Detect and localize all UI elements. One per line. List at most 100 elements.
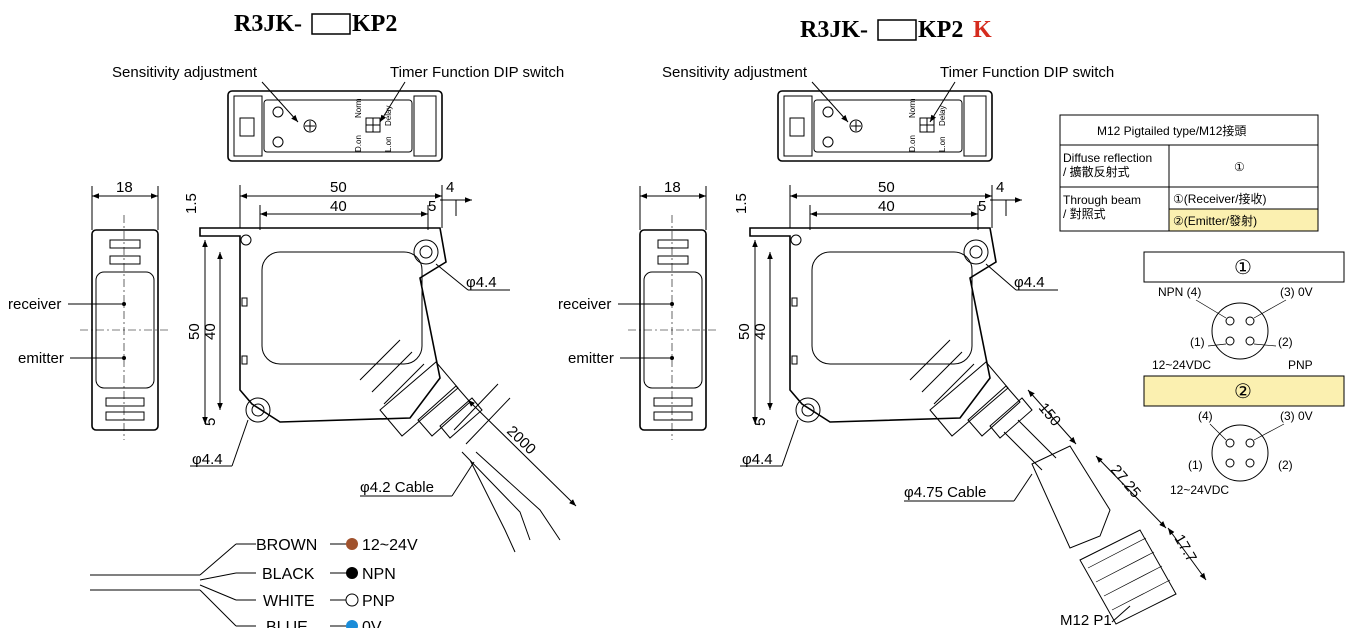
left-side-view: 18 receiver emitter (8, 179, 168, 440)
pinout1-pin1: (1) (1190, 335, 1205, 349)
right-sensitivity-knob (849, 119, 863, 133)
right-top-view: D.on Norm L.on Delay (777, 90, 993, 162)
wire-black-dot (346, 567, 358, 579)
right-emitter-label: emitter (568, 350, 614, 367)
right-title-mid: KP2 (918, 17, 963, 43)
pinout2-pin2: (2) (1278, 458, 1293, 472)
right-phi-bottom: φ4.4 (742, 451, 773, 468)
wire-black-name: BLACK (262, 566, 315, 583)
right-phi-top: φ4.4 (1014, 274, 1045, 291)
left-top-view: D.on Norm L.on Delay (227, 90, 443, 162)
right-connector-label: M12 P1 (1060, 612, 1112, 628)
right-dim-5-bottom: 5 (752, 418, 769, 426)
left-title-prefix: R3JK- (234, 11, 302, 37)
left-title-suffix: KP2 (352, 11, 397, 37)
right-dip-label-lon: L.on (938, 136, 947, 152)
pinout1-header: ① (1234, 257, 1252, 279)
wire-black-signal: NPN (362, 566, 396, 583)
right-dip-label-don: D.on (908, 135, 917, 152)
right-cable-label: φ4.75 Cable (904, 484, 986, 501)
left-dim-18: 18 (116, 179, 133, 196)
right-dim-4: 4 (996, 179, 1004, 196)
wire-brown-dot (346, 538, 358, 550)
pinout1-connector-face (1211, 302, 1269, 360)
right-dip-label-delay: Delay (938, 106, 947, 126)
right-dim-50-width: 50 (878, 179, 895, 196)
right-timer-label: Timer Function DIP switch (940, 64, 1114, 81)
wire-white-signal: PNP (362, 593, 395, 610)
right-title-blank-box (877, 19, 917, 41)
left-emitter-label: emitter (18, 350, 64, 367)
left-dim-1-5: 1.5 (183, 193, 200, 214)
table-row2-label-en: Through beam (1063, 193, 1141, 207)
right-dim-5-top: 5 (978, 198, 986, 215)
right-dim-18: 18 (664, 179, 681, 196)
pinout2-header: ② (1234, 381, 1252, 403)
right-side-view: 18 receiver emitter (558, 179, 716, 440)
table-header: M12 Pigtailed type/M12接頭 (1097, 123, 1246, 138)
pinout2-pin1: (1) (1188, 458, 1203, 472)
left-receiver-label: receiver (8, 296, 61, 313)
wiring-legend: BROWN 12~24V BLACK NPN WHITE PNP BLUE 0V (90, 537, 418, 628)
left-dip-label-delay: Delay (384, 106, 393, 126)
left-dim-5-top: 5 (428, 198, 436, 215)
table-row2-value-emitter: ②(Emitter/發射) (1173, 213, 1257, 228)
wire-blue-name: BLUE (266, 619, 308, 628)
right-len-27-25: 27.25 (1107, 462, 1144, 502)
right-receiver-label: receiver (558, 296, 611, 313)
table-row2-value-receiver: ①(Receiver/接收) (1173, 191, 1266, 206)
table-row1-value: ① (1234, 160, 1245, 174)
left-sensitivity-label: Sensitivity adjustment (112, 64, 258, 81)
pinout1-pin2: (2) (1278, 335, 1293, 349)
wire-white-dot (345, 593, 359, 607)
left-title-blank-box (311, 13, 351, 35)
right-dim-40-width: 40 (878, 198, 895, 215)
left-front-view: 50 40 1.5 4 5 50 40 5 φ4.4 (183, 179, 510, 468)
left-timer-label: Timer Function DIP switch (390, 64, 564, 81)
right-front-view: 50 40 1.5 4 5 50 40 5 φ4.4 (733, 179, 1058, 468)
left-cable: 2000 φ4.2 Cable (360, 383, 577, 553)
left-dim-5-bottom: 5 (202, 418, 219, 426)
left-dip-label-lon: L.on (384, 136, 393, 152)
left-dim-4: 4 (446, 179, 454, 196)
pinout1-pin3: (3) 0V (1280, 285, 1313, 299)
left-dim-40-height: 40 (202, 323, 219, 340)
pinout2-bottom-left: 12~24VDC (1170, 483, 1229, 497)
left-cable-label: φ4.2 Cable (360, 479, 434, 496)
left-phi-top: φ4.4 (466, 274, 497, 291)
pinout1-bottom-right: PNP (1288, 358, 1313, 372)
pinout1-pin4: NPN (4) (1158, 285, 1201, 299)
left-timer-leader (379, 81, 406, 123)
left-variant-drawing: R3JK- KP2 Sensitivity adjustment Timer F… (8, 11, 577, 553)
wire-white-name: WHITE (263, 593, 315, 610)
wire-blue-dot (346, 620, 358, 628)
right-sensitivity-label: Sensitivity adjustment (662, 64, 808, 81)
right-len-17-7: 17.7 (1171, 532, 1200, 566)
right-cable-connector: 150 27.25 17.7 φ4.75 Cable M12 P1 (904, 389, 1207, 628)
pinout2-pin3: (3) 0V (1280, 409, 1313, 423)
right-title-k: K (973, 17, 992, 43)
left-dip-label-don: D.on (354, 135, 363, 152)
m12-pin-table: M12 Pigtailed type/M12接頭 Diffuse reflect… (1059, 114, 1319, 232)
right-dim-50-height: 50 (736, 323, 753, 340)
right-dip-label-norm: Norm (908, 98, 917, 118)
right-title-prefix: R3JK- (800, 17, 868, 43)
table-row1-label-en: Diffuse reflection (1063, 151, 1152, 165)
wire-brown-signal: 12~24V (362, 537, 418, 554)
left-sensitivity-leader (261, 81, 299, 123)
pinout2-connector-face (1211, 424, 1269, 482)
left-dim-50-height: 50 (186, 323, 203, 340)
left-sensitivity-knob (303, 119, 317, 133)
pinout1-bottom-left: 12~24VDC (1152, 358, 1211, 372)
left-dim-40-width: 40 (330, 198, 347, 215)
table-row1-label-cn: / 擴散反射式 (1063, 164, 1130, 179)
right-dim-40-height: 40 (752, 323, 769, 340)
left-dim-50-width: 50 (330, 179, 347, 196)
left-dip-label-norm: Norm (354, 98, 363, 118)
right-dim-1-5: 1.5 (733, 193, 750, 214)
wire-brown-name: BROWN (256, 537, 317, 554)
right-variant-drawing: R3JK- KP2 K Sensitivity adjustment Timer… (558, 17, 1207, 628)
table-row2-label-cn: / 對照式 (1063, 207, 1106, 221)
wire-blue-signal: 0V (362, 619, 382, 628)
